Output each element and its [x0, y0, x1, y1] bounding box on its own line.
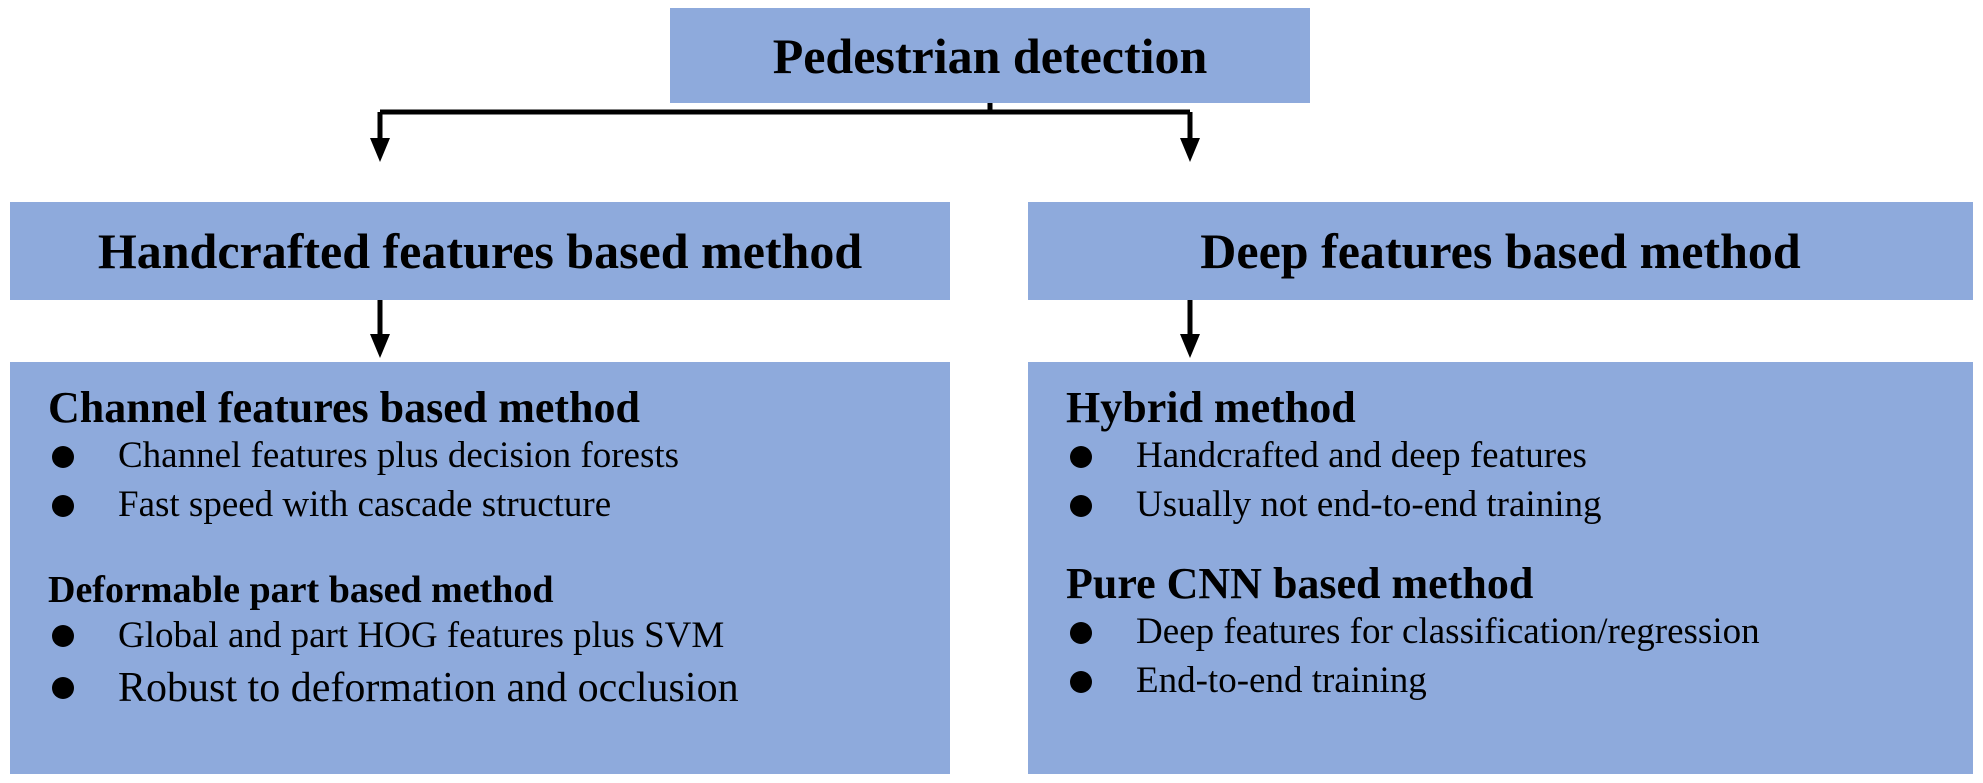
list-item: End-to-end training — [1066, 657, 1760, 706]
bullet-text: Fast speed with cascade structure — [118, 484, 612, 526]
section-title: Deformable part based method — [48, 569, 554, 611]
arrowhead-right-top — [1180, 138, 1200, 162]
hybrid-method-section: Hybrid method Handcrafted and deep featu… — [1066, 383, 1601, 530]
bullet-icon — [52, 494, 74, 517]
bullet-icon — [1070, 494, 1092, 517]
right-header-label: Deep features based method — [1200, 223, 1801, 279]
list-item: Handcrafted and deep features — [1066, 432, 1601, 481]
arrowhead-left-top — [370, 138, 390, 162]
bullet-text: Handcrafted and deep features — [1136, 435, 1587, 477]
section-title: Channel features based method — [48, 383, 641, 432]
list-item: Deep features for classification/regress… — [1066, 608, 1760, 657]
bullet-text: Channel features plus decision forests — [118, 435, 680, 477]
bullet-icon — [1070, 445, 1092, 468]
deep-method-details: Hybrid method Handcrafted and deep featu… — [1028, 362, 1973, 774]
section-title: Hybrid method — [1066, 383, 1356, 432]
section-title: Pure CNN based method — [1066, 559, 1534, 608]
root-node-pedestrian-detection: Pedestrian detection — [670, 8, 1310, 103]
bullet-text: End-to-end training — [1136, 660, 1427, 702]
bullet-list: Channel features plus decision forests F… — [48, 432, 679, 530]
bullet-icon — [1070, 670, 1092, 693]
list-item: Global and part HOG features plus SVM — [48, 612, 739, 661]
bullet-list: Handcrafted and deep features Usually no… — [1066, 432, 1601, 530]
bullet-text: Robust to deformation and occlusion — [118, 664, 739, 711]
bullet-icon — [1070, 621, 1092, 644]
list-item: Robust to deformation and occlusion — [48, 661, 739, 716]
list-item: Usually not end-to-end training — [1066, 481, 1601, 530]
deformable-part-section: Deformable part based method Global and … — [48, 569, 739, 716]
arrowhead-right-bottom — [1180, 334, 1200, 358]
bullet-icon — [52, 625, 74, 648]
list-item: Fast speed with cascade structure — [48, 481, 679, 530]
bullet-text: Deep features for classification/regress… — [1136, 611, 1760, 653]
handcrafted-method-header: Handcrafted features based method — [10, 202, 950, 300]
bullet-list: Global and part HOG features plus SVM Ro… — [48, 612, 739, 716]
left-header-label: Handcrafted features based method — [97, 223, 863, 279]
bullet-icon — [52, 445, 74, 468]
arrowhead-left-bottom — [370, 334, 390, 358]
handcrafted-method-details: Channel features based method Channel fe… — [10, 362, 950, 774]
pure-cnn-section: Pure CNN based method Deep features for … — [1066, 559, 1760, 706]
bullet-list: Deep features for classification/regress… — [1066, 608, 1760, 706]
root-node-label: Pedestrian detection — [772, 27, 1208, 84]
bullet-text: Usually not end-to-end training — [1136, 484, 1602, 526]
list-item: Channel features plus decision forests — [48, 432, 679, 481]
channel-features-section: Channel features based method Channel fe… — [48, 383, 679, 530]
bullet-text: Global and part HOG features plus SVM — [118, 614, 725, 656]
deep-method-header: Deep features based method — [1028, 202, 1973, 300]
bullet-icon — [52, 677, 74, 700]
